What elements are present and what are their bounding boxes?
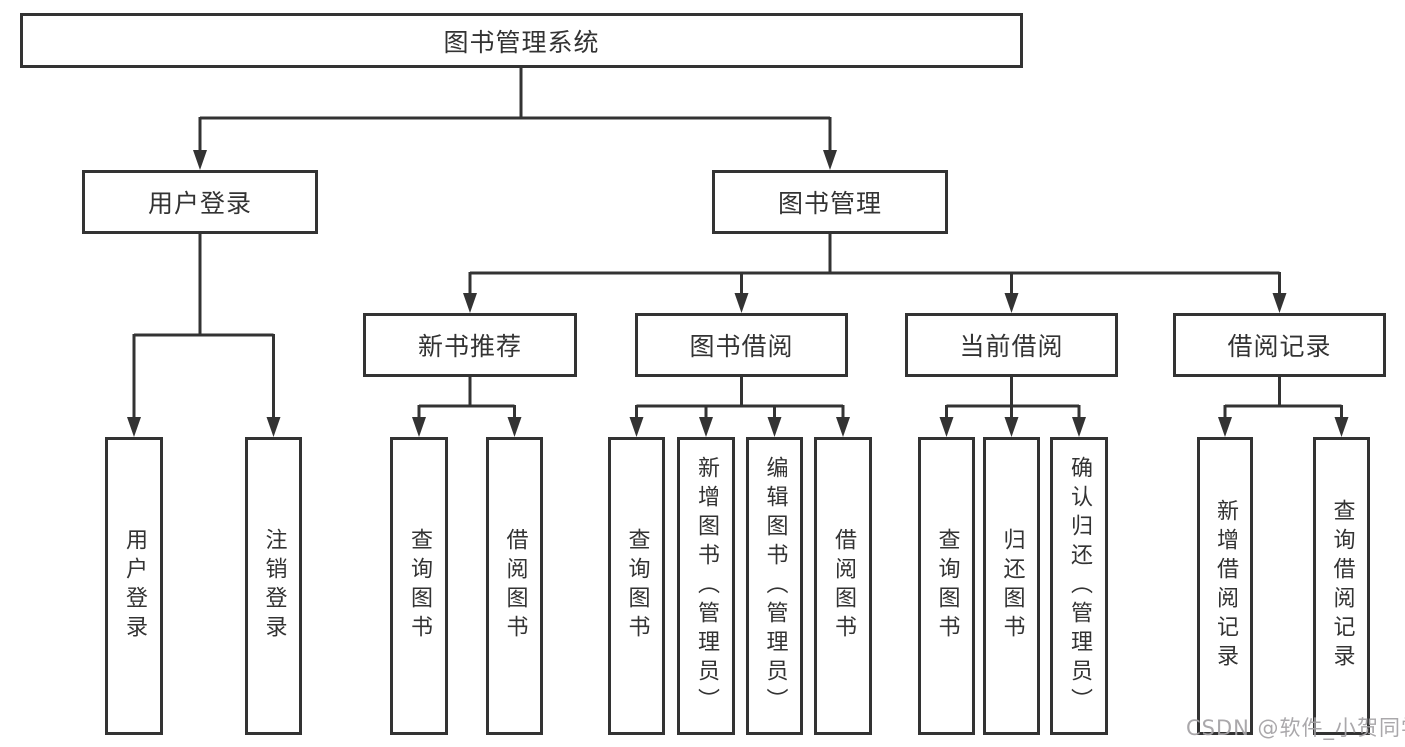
- leaf-borrow-edit-book-label: 编辑图书（管理员）: [762, 455, 788, 717]
- node-user-login: 用户登录: [82, 170, 318, 234]
- arrowhead-group: [127, 150, 1349, 437]
- leaf-current-return-book-label: 归还图书: [999, 528, 1025, 644]
- leaf-current-query-book: 查询图书: [918, 437, 975, 735]
- leaf-logout-login: 注销登录: [245, 437, 302, 735]
- node-current-borrow-label: 当前借阅: [959, 332, 1064, 361]
- leaf-current-query-book-label: 查询图书: [934, 528, 960, 644]
- leaf-records-add-record: 新增借阅记录: [1197, 437, 1253, 735]
- leaf-recommend-borrow-book: 借阅图书: [486, 437, 543, 735]
- leaf-current-confirm-return: 确认归还（管理员）: [1050, 437, 1108, 735]
- leaf-recommend-query-book-label: 查询图书: [407, 528, 432, 644]
- leaf-borrow-add-book: 新增图书（管理员）: [677, 437, 735, 735]
- leaf-logout-login-label: 注销登录: [261, 528, 287, 644]
- leaf-current-return-book: 归还图书: [983, 437, 1040, 735]
- node-book-management-label: 图书管理: [777, 189, 882, 218]
- node-new-book-recommend-label: 新书推荐: [417, 332, 522, 361]
- node-user-login-label: 用户登录: [147, 189, 252, 218]
- node-book-management: 图书管理: [712, 170, 948, 234]
- leaf-records-add-record-label: 新增借阅记录: [1213, 499, 1238, 673]
- node-root-label: 图书管理系统: [443, 27, 600, 57]
- leaf-user-login: 用户登录: [105, 437, 163, 735]
- leaf-borrow-borrow-book: 借阅图书: [814, 437, 872, 735]
- node-new-book-recommend: 新书推荐: [363, 313, 577, 377]
- node-borrow-records: 借阅记录: [1173, 313, 1386, 377]
- leaf-borrow-add-book-label: 新增图书（管理员）: [694, 455, 719, 717]
- leaf-borrow-query-book-label: 查询图书: [624, 528, 650, 644]
- node-book-borrow-label: 图书借阅: [689, 332, 794, 361]
- leaf-recommend-query-book: 查询图书: [390, 437, 448, 735]
- leaf-borrow-query-book: 查询图书: [608, 437, 665, 735]
- node-book-borrow: 图书借阅: [635, 313, 848, 377]
- leaf-borrow-edit-book: 编辑图书（管理员）: [746, 437, 803, 735]
- node-root: 图书管理系统: [20, 13, 1023, 68]
- watermark: CSDN @软件_小贺同学: [1186, 716, 1405, 740]
- leaf-borrow-borrow-book-label: 借阅图书: [831, 528, 856, 644]
- node-borrow-records-label: 借阅记录: [1227, 332, 1332, 361]
- leaf-current-confirm-return-label: 确认归还（管理员）: [1067, 455, 1092, 717]
- node-current-borrow: 当前借阅: [905, 313, 1118, 377]
- leaf-user-login-label: 用户登录: [122, 528, 147, 644]
- leaf-records-query-record-label: 查询借阅记录: [1329, 499, 1355, 673]
- leaf-recommend-borrow-book-label: 借阅图书: [502, 528, 528, 644]
- leaf-records-query-record: 查询借阅记录: [1313, 437, 1370, 735]
